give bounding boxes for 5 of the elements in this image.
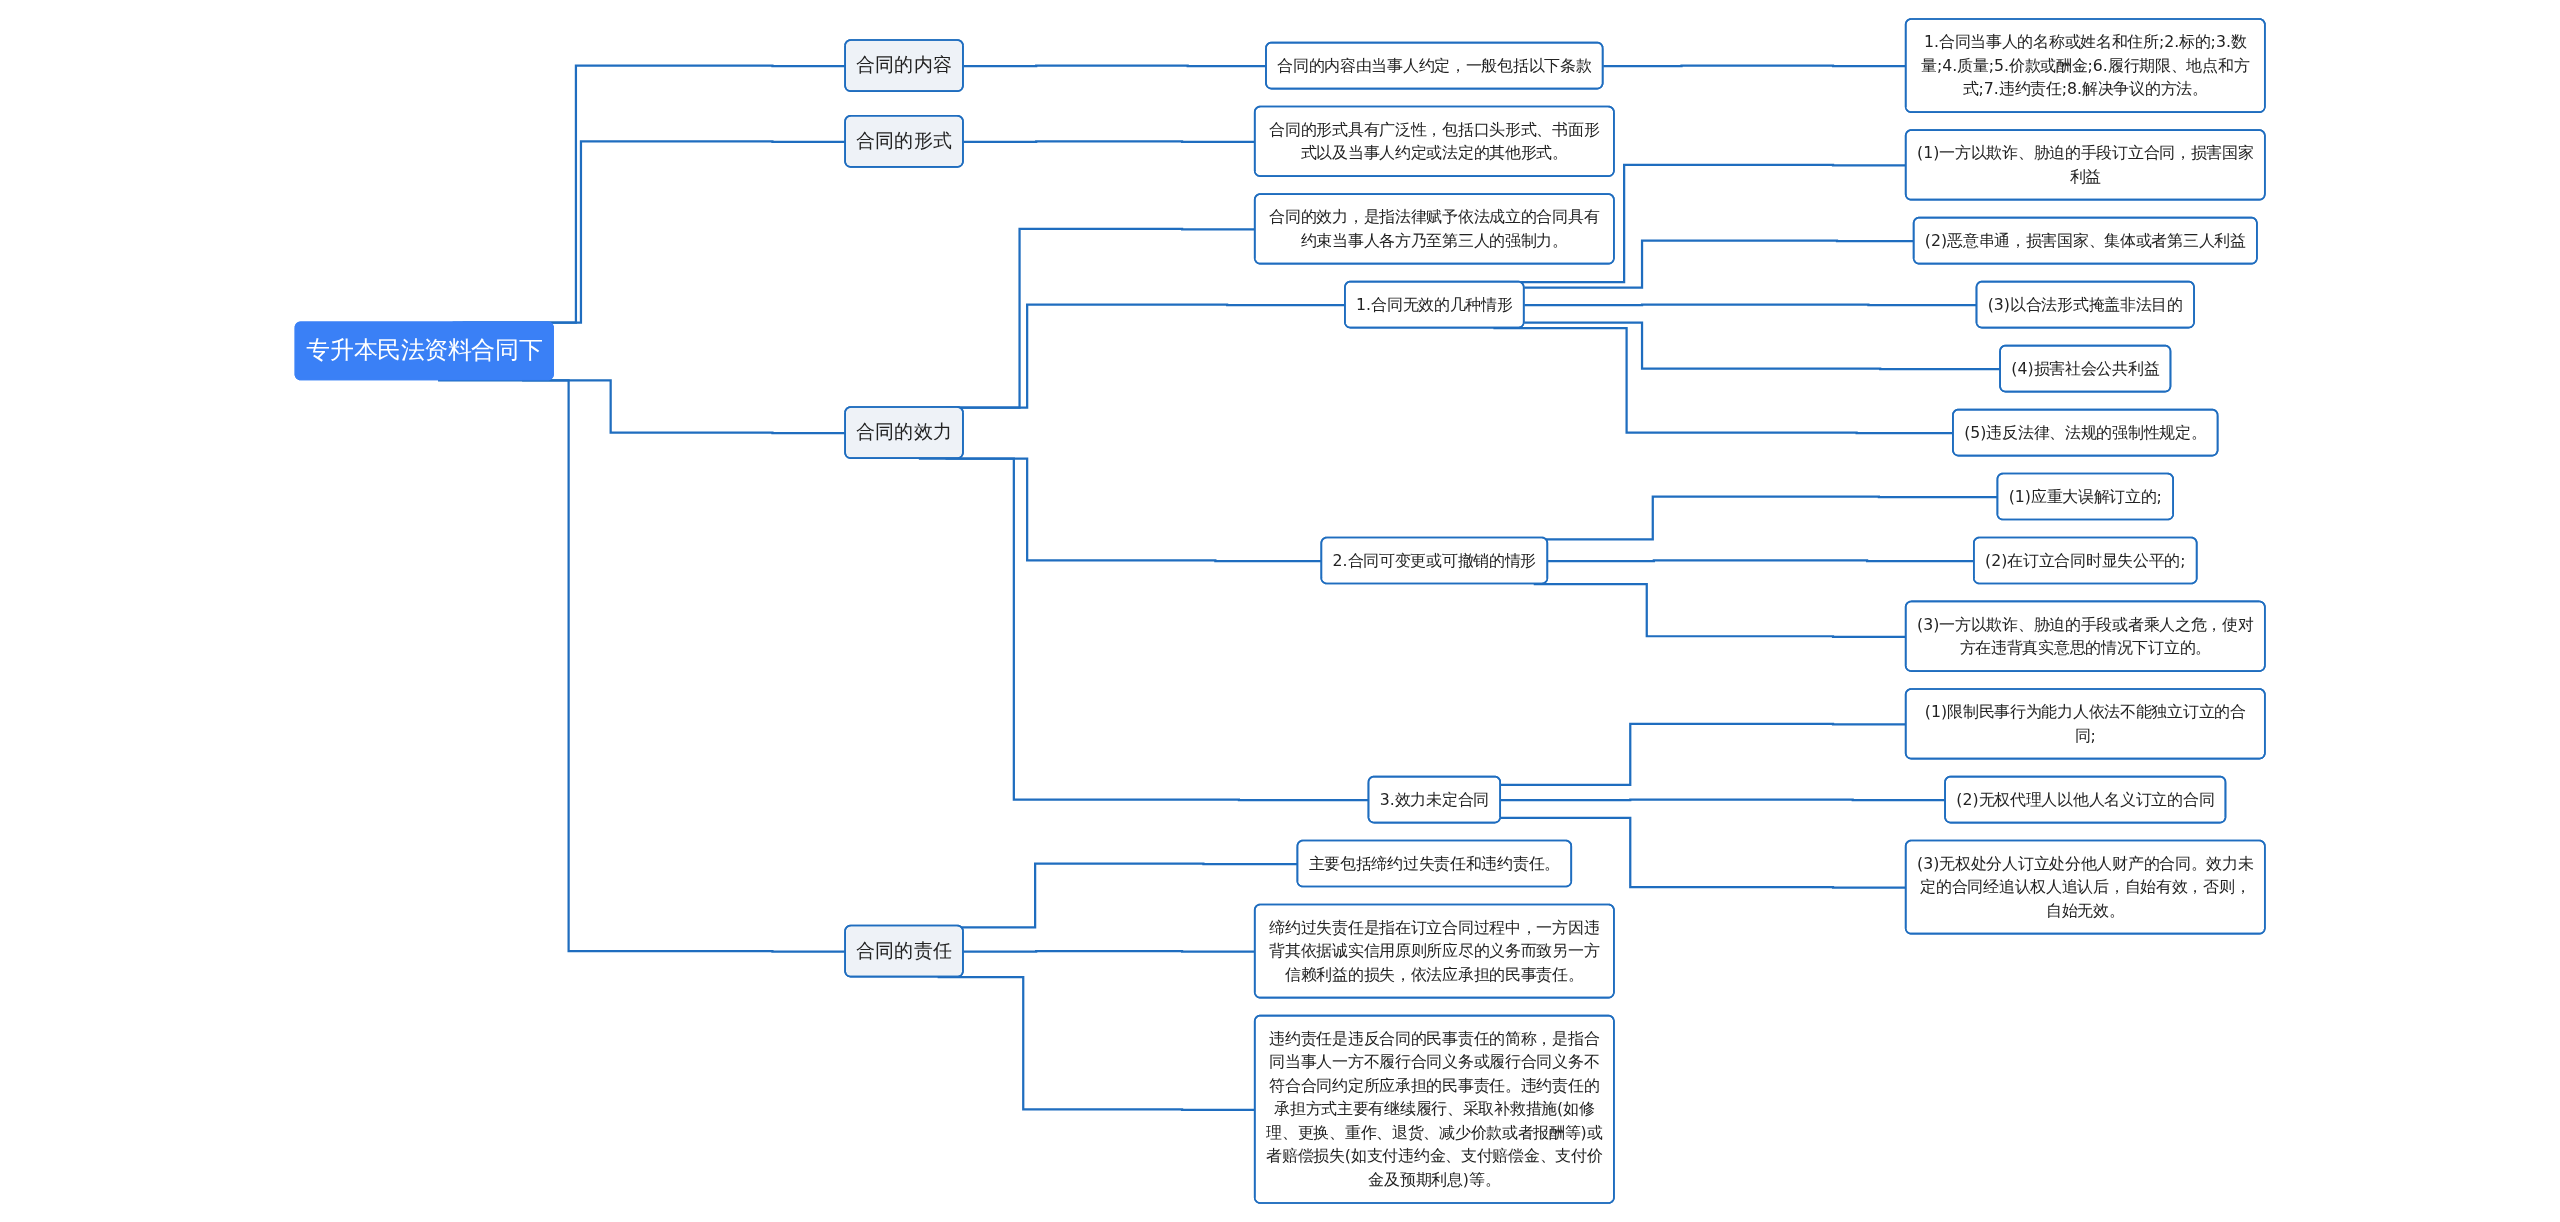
connector bbox=[1500, 798, 1946, 802]
connector bbox=[1524, 321, 2001, 371]
connector bbox=[961, 862, 1298, 929]
connector bbox=[1545, 495, 1998, 541]
connector bbox=[438, 379, 846, 953]
